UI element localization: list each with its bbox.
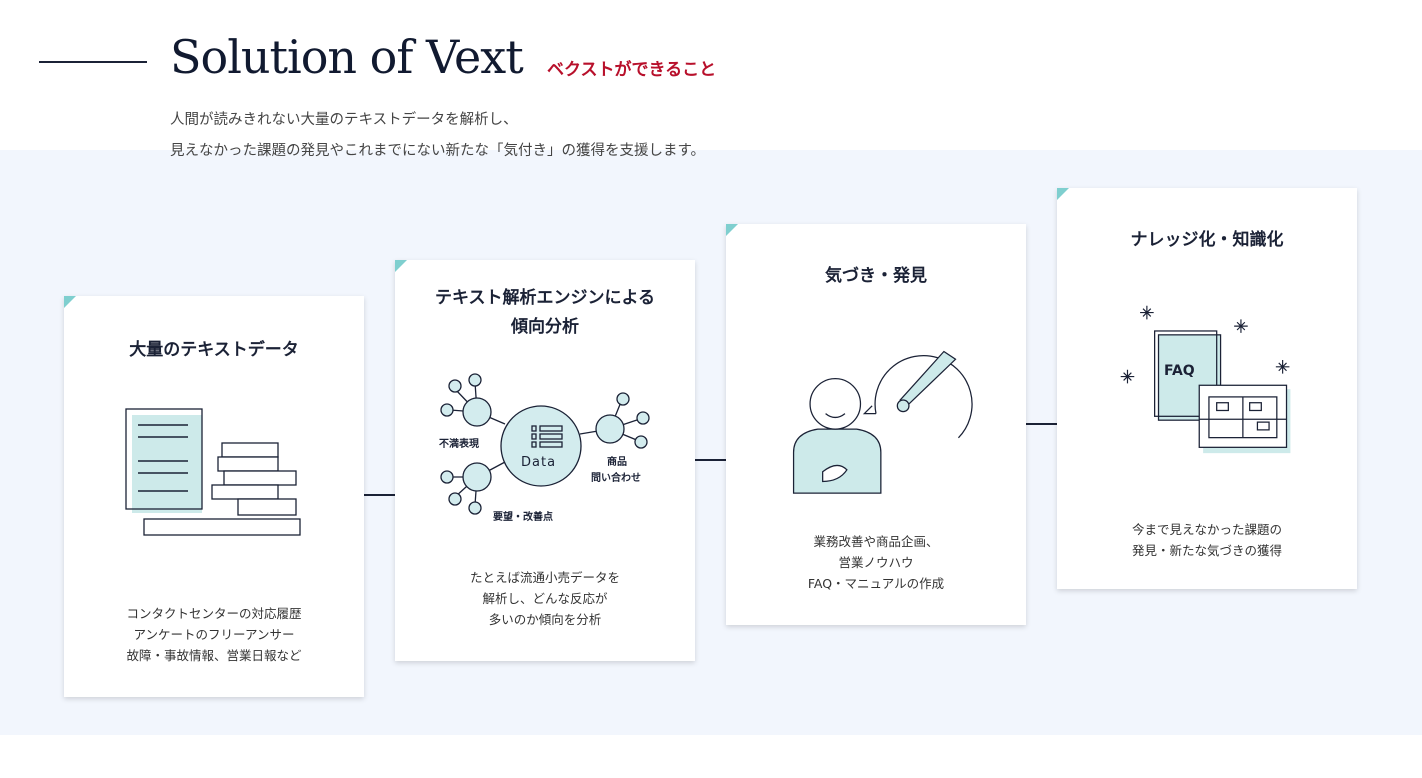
desc-line: アンケートのフリーアンサー bbox=[133, 627, 295, 642]
diagram-label: 商品 bbox=[607, 457, 627, 468]
desc-line: 解析し、どんな反応が bbox=[482, 591, 608, 606]
card-title: 大量のテキストデータ bbox=[129, 340, 299, 360]
connector bbox=[1025, 423, 1057, 425]
desc-line: 営業ノウハウ bbox=[838, 555, 914, 570]
corner-mark bbox=[64, 296, 76, 308]
diagram-label: 要望・改善点 bbox=[493, 512, 553, 523]
connector bbox=[363, 494, 395, 496]
card-analysis: テキスト解析エンジンによる 傾向分析 Data 不満表現 要望・改善点 商品 問… bbox=[395, 260, 695, 661]
desc-line: 発見・新たな気づきの獲得 bbox=[1131, 543, 1282, 558]
title-line: テキスト解析エンジンによる bbox=[435, 288, 655, 308]
desc-line: FAQ・マニュアルの作成 bbox=[807, 576, 945, 591]
card-description: 業務改善や商品企画、 営業ノウハウ FAQ・マニュアルの作成 bbox=[726, 531, 1026, 594]
card-insight: 気づき・発見 業務改善や商品企画、 営業ノウハウ FAQ・マニュアルの作成 bbox=[726, 224, 1026, 625]
lead-line: 人間が読みきれない大量のテキストデータを解析し、 bbox=[170, 112, 518, 128]
documents-illustration-icon bbox=[125, 408, 301, 536]
card-text-data: 大量のテキストデータ コンタクトセンターの対応履歴 アンケートのフリーアンサー … bbox=[64, 296, 364, 697]
corner-mark bbox=[395, 260, 407, 272]
lead-text: 人間が読みきれない大量のテキストデータを解析し、 見えなかった課題の発見やこれま… bbox=[170, 105, 705, 167]
card-description: たとえば流通小売データを 解析し、どんな反応が 多いのか傾向を分析 bbox=[395, 567, 695, 630]
faq-label: FAQ bbox=[1164, 363, 1195, 379]
desc-line: 多いのか傾向を分析 bbox=[488, 612, 602, 627]
card-description: コンタクトセンターの対応履歴 アンケートのフリーアンサー 故障・事故情報、営業日… bbox=[64, 603, 364, 666]
title-line: 傾向分析 bbox=[511, 317, 579, 337]
faq-book-icon bbox=[1120, 305, 1291, 454]
desc-line: 業務改善や商品企画、 bbox=[813, 534, 939, 549]
title-rule bbox=[39, 61, 147, 63]
desc-line: たとえば流通小売データを bbox=[469, 570, 620, 585]
data-network-icon bbox=[440, 373, 650, 515]
corner-mark bbox=[1057, 188, 1069, 200]
card-title: 気づき・発見 bbox=[825, 266, 927, 286]
card-knowledge: ナレッジ化・知識化 FAQ 今まで見えなかった課題の 発見・新たな気づきの獲得 bbox=[1057, 188, 1357, 589]
desc-line: コンタクトセンターの対応履歴 bbox=[126, 606, 302, 621]
desc-line: 故障・事故情報、営業日報など bbox=[126, 648, 302, 663]
corner-mark bbox=[726, 224, 738, 236]
diagram-center-label: Data bbox=[521, 455, 557, 470]
card-description: 今まで見えなかった課題の 発見・新たな気づきの獲得 bbox=[1057, 519, 1357, 561]
card-title: ナレッジ化・知識化 bbox=[1130, 230, 1284, 250]
page-title: Solution of Vext bbox=[170, 30, 524, 84]
lead-line: 見えなかった課題の発見やこれまでにない新たな「気付き」の獲得を支援します。 bbox=[170, 143, 706, 159]
card-title: テキスト解析エンジンによる 傾向分析 bbox=[395, 284, 695, 342]
desc-line: 今まで見えなかった課題の bbox=[1131, 522, 1282, 537]
person-idea-icon bbox=[792, 350, 973, 494]
page-subtitle: ベクストができること bbox=[547, 60, 717, 80]
connector bbox=[694, 459, 726, 461]
diagram-label: 不満表現 bbox=[439, 439, 479, 450]
diagram-label: 問い合わせ bbox=[591, 473, 641, 484]
